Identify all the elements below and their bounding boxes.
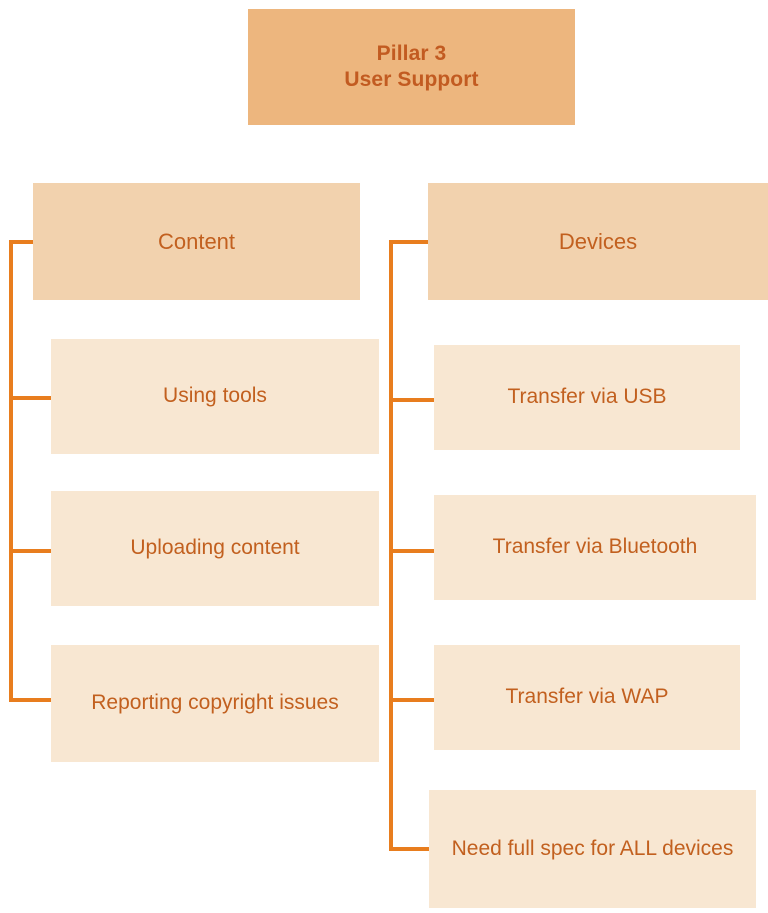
leaf-node-using-tools-label: Using tools: [163, 384, 267, 408]
connector-trunk-content: [9, 240, 13, 702]
connector-stub-transfer-usb: [389, 398, 437, 402]
connector-trunk-devices: [389, 240, 393, 851]
connector-stub-reporting-copyright: [9, 698, 55, 702]
leaf-node-need-full-spec-for-all-devices[interactable]: Need full spec for ALL devices: [429, 790, 756, 908]
connector-stub-uploading-content: [9, 549, 55, 553]
connector-stub-devices: [389, 240, 431, 244]
leaf-node-transfer-via-usb-label: Transfer via USB: [507, 385, 667, 409]
connector-stub-content: [9, 240, 36, 244]
leaf-node-uploading-content-label: Uploading content: [130, 536, 300, 560]
leaf-node-reporting-copyright-issues[interactable]: Reporting copyright issues: [51, 645, 379, 762]
connector-stub-transfer-wap: [389, 698, 437, 702]
connector-stub-using-tools: [9, 396, 55, 400]
leaf-node-transfer-via-bluetooth-label: Transfer via Bluetooth: [492, 535, 698, 559]
leaf-node-need-full-spec-for-all-devices-label: Need full spec for ALL devices: [451, 836, 734, 860]
root-node-label: Pillar 3 User Support: [344, 41, 479, 91]
leaf-node-using-tools[interactable]: Using tools: [51, 339, 379, 454]
branch-node-content-label: Content: [157, 228, 236, 254]
leaf-node-reporting-copyright-issues-label: Reporting copyright issues: [91, 691, 339, 715]
branch-node-devices-label: Devices: [558, 228, 638, 254]
branch-node-devices[interactable]: Devices: [428, 183, 768, 300]
leaf-node-transfer-via-usb[interactable]: Transfer via USB: [434, 345, 740, 450]
root-node-pillar-3[interactable]: Pillar 3 User Support: [248, 9, 575, 125]
branch-node-content[interactable]: Content: [33, 183, 360, 300]
leaf-node-uploading-content[interactable]: Uploading content: [51, 491, 379, 606]
leaf-node-transfer-via-wap[interactable]: Transfer via WAP: [434, 645, 740, 750]
leaf-node-transfer-via-bluetooth[interactable]: Transfer via Bluetooth: [434, 495, 756, 600]
leaf-node-transfer-via-wap-label: Transfer via WAP: [505, 685, 669, 709]
connector-stub-transfer-bluetooth: [389, 549, 437, 553]
